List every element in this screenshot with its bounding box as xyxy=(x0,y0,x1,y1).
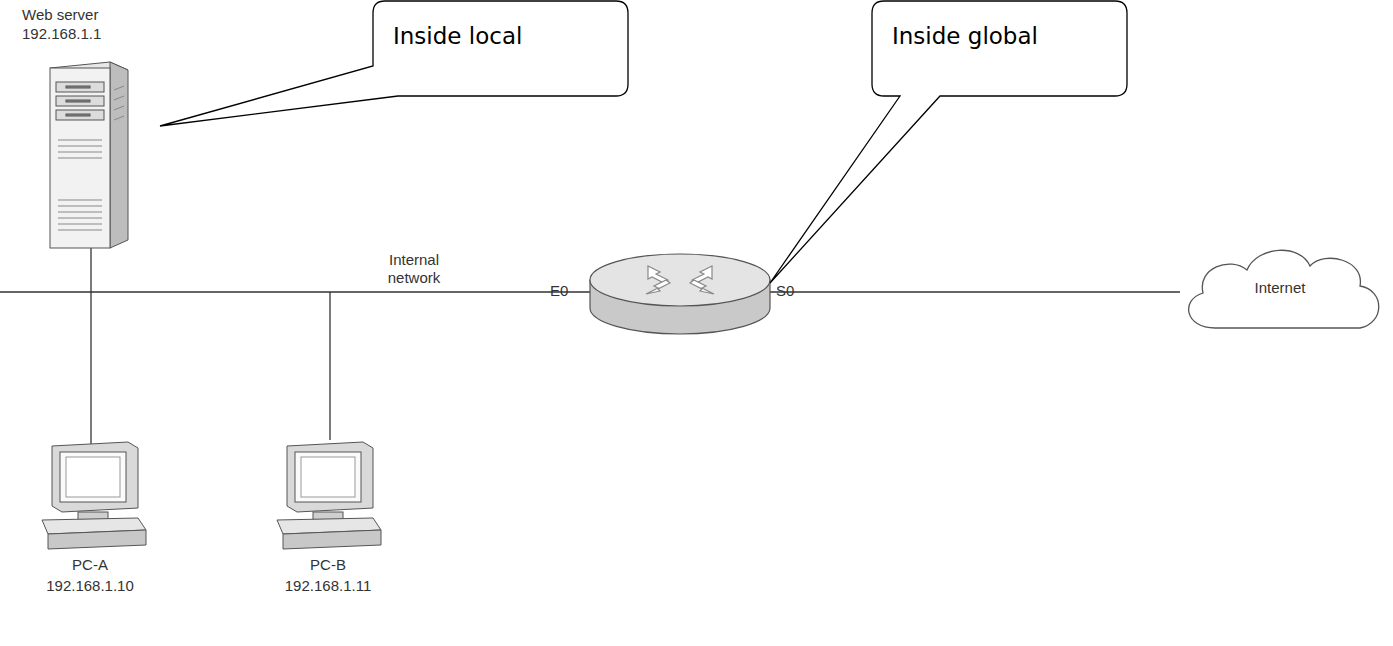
pc-icon xyxy=(42,442,146,549)
node-title: PC-B xyxy=(268,556,388,573)
node-title: PC-A xyxy=(30,556,150,573)
node-title: Inside local xyxy=(393,23,612,49)
cloud-shape: Internet xyxy=(1175,238,1385,338)
device-label: PC-B 192.168.1.11 xyxy=(268,556,388,595)
network-wires xyxy=(0,248,1180,445)
router-icon xyxy=(590,254,770,334)
network-label: Internal network xyxy=(372,250,456,288)
pc-icon xyxy=(277,442,381,549)
device-label: Web server 192.168.1.1 xyxy=(22,6,162,43)
ip-address: 192.168.1.10 xyxy=(30,577,150,594)
callout-bubble: Inside local xyxy=(373,1,632,96)
node-title: Internet xyxy=(1255,279,1306,296)
ip-address: 192.168.1.1 xyxy=(22,25,162,42)
callout-bubble: Inside global xyxy=(872,1,1131,96)
node-title: Inside global xyxy=(892,23,1111,49)
device-label: PC-A 192.168.1.10 xyxy=(30,556,150,595)
server-icon xyxy=(50,62,128,248)
node-title: Web server xyxy=(22,6,162,23)
interface-label: S0 xyxy=(776,282,794,299)
ip-address: 192.168.1.11 xyxy=(268,577,388,594)
interface-label: E0 xyxy=(550,282,568,299)
